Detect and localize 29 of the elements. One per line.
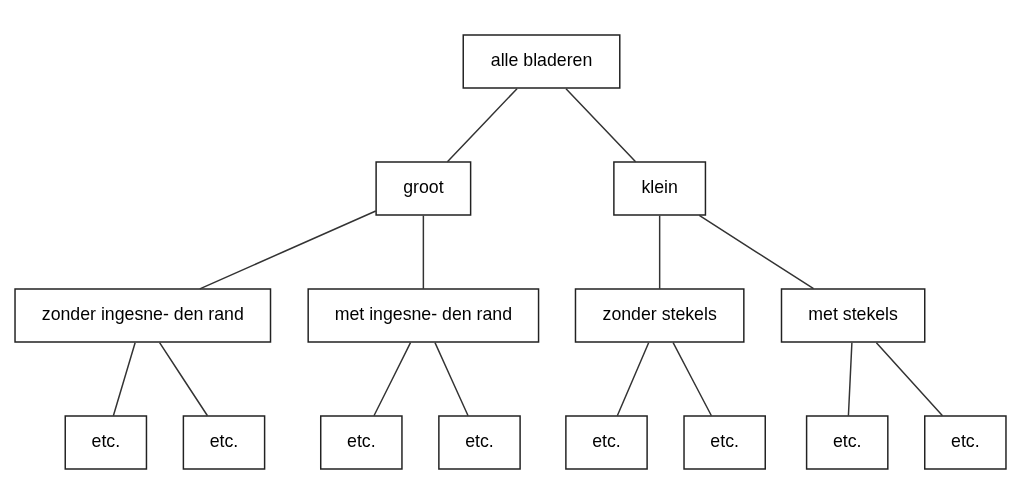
node-box: etc.: [805, 415, 889, 470]
connector: [434, 341, 469, 417]
node-box: etc.: [182, 415, 266, 470]
connector: [446, 87, 518, 163]
connector: [373, 341, 412, 417]
node-box: etc.: [683, 415, 766, 470]
connector: [112, 341, 136, 417]
node-box: etc.: [438, 415, 521, 470]
connector: [875, 341, 944, 417]
connector: [658, 214, 661, 290]
node-box: zonder stekels: [574, 288, 745, 343]
connector: [672, 341, 713, 417]
connector: [199, 210, 377, 290]
node-box: etc.: [64, 415, 148, 470]
node-box: groot: [375, 161, 472, 216]
node-box: klein: [613, 161, 707, 216]
node-box: etc.: [320, 415, 403, 470]
connector: [847, 341, 853, 417]
node-box: met ingesne- den rand: [307, 288, 540, 343]
node-box: etc.: [565, 415, 648, 470]
connector: [616, 341, 650, 417]
node-box: etc.: [924, 415, 1007, 470]
connector: [158, 341, 209, 417]
connector: [422, 214, 425, 290]
connector: [565, 87, 637, 163]
node-box: zonder ingesne- den rand: [14, 288, 272, 343]
connector: [698, 214, 815, 290]
node-box: met stekels: [780, 288, 926, 343]
node-box: alle bladeren: [462, 34, 621, 89]
